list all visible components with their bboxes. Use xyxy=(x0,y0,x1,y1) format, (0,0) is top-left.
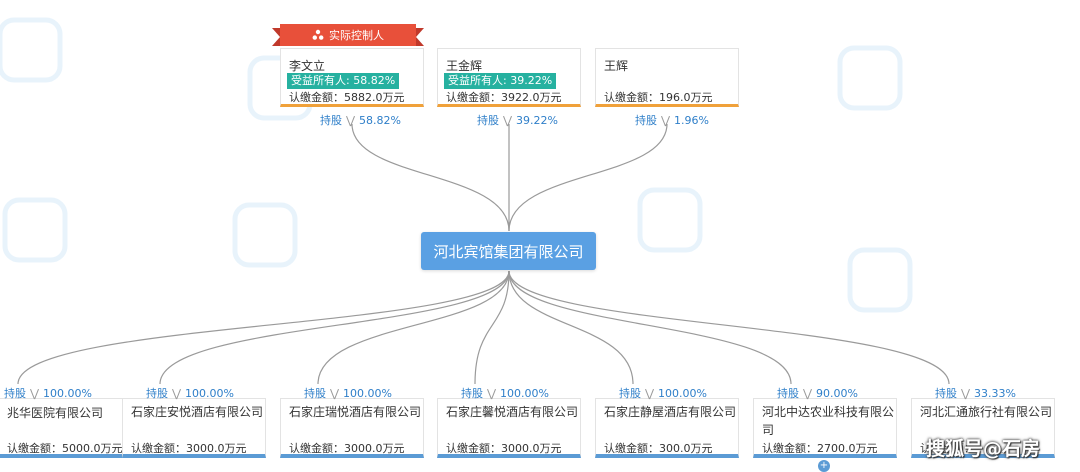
shareholder-name: 王金辉 xyxy=(446,59,483,73)
investment-edge xyxy=(508,270,950,385)
company-node[interactable]: 河北宾馆集团有限公司 xyxy=(421,232,596,270)
shareholder-edge xyxy=(508,123,668,232)
subscribed-amount: 认缴金额： xyxy=(920,442,975,455)
edge-percentage: 100.00% xyxy=(185,387,234,400)
shareholding-label: 持股 ⋁90.00% xyxy=(777,385,858,401)
edge-percentage: 33.33% xyxy=(974,387,1016,400)
edge-percentage: 100.00% xyxy=(343,387,392,400)
edge-percentage: 58.82% xyxy=(359,114,401,127)
people-icon xyxy=(312,29,324,40)
investment-card[interactable]: 石家庄安悦酒店有限公司认缴金额：3000.0万元 xyxy=(122,398,266,458)
investment-card[interactable]: 兆华医院有限公司认缴金额：5000.0万元 xyxy=(0,398,124,458)
investment-name: 河北中达农业科技有限公司 xyxy=(762,405,895,437)
investment-card[interactable]: 石家庄瑞悦酒店有限公司认缴金额：3000.0万元 xyxy=(280,398,424,458)
edge-percentage: 100.00% xyxy=(500,387,549,400)
investment-edge xyxy=(17,270,510,385)
investment-edge xyxy=(508,270,634,385)
down-arrow-icon: ⋁ xyxy=(330,387,340,400)
shareholder-card[interactable]: 王辉认缴金额：196.0万元 xyxy=(595,48,739,107)
shareholding-label: 持股 ⋁1.96% xyxy=(635,112,709,128)
edge-label: 持股 xyxy=(4,387,26,400)
edge-percentage: 100.00% xyxy=(43,387,92,400)
subscribed-amount: 认缴金额：2700.0万元 xyxy=(762,442,878,455)
shareholding-label: 持股 ⋁100.00% xyxy=(461,385,549,401)
investment-edge xyxy=(474,270,510,385)
edge-label: 持股 xyxy=(461,387,483,400)
edge-percentage: 39.22% xyxy=(516,114,558,127)
actual-controller-label: 实际控制人 xyxy=(329,29,384,42)
shareholding-label: 持股 ⋁100.00% xyxy=(4,385,92,401)
edge-label: 持股 xyxy=(777,387,799,400)
investment-card[interactable]: 石家庄静屋酒店有限公司认缴金额：300.0万元 xyxy=(595,398,739,458)
down-arrow-icon: ⋁ xyxy=(503,114,513,127)
edge-percentage: 90.00% xyxy=(816,387,858,400)
subscribed-amount: 认缴金额：196.0万元 xyxy=(604,91,713,104)
shareholding-label: 持股 ⋁100.00% xyxy=(619,385,707,401)
down-arrow-icon: ⋁ xyxy=(961,387,971,400)
beneficiary-badge: 受益所有人: 58.82% xyxy=(287,73,400,89)
shareholding-label: 持股 ⋁58.82% xyxy=(320,112,401,128)
subscribed-amount: 认缴金额：300.0万元 xyxy=(604,442,713,455)
investment-name: 河北汇通旅行社有限公司 xyxy=(920,405,1053,419)
shareholder-card[interactable]: 李文立受益所有人: 58.82% 认缴金额：5882.0万元 xyxy=(280,48,424,107)
investment-name: 石家庄安悦酒店有限公司 xyxy=(131,405,264,419)
edge-label: 持股 xyxy=(935,387,957,400)
expand-plus-icon[interactable]: + xyxy=(818,460,830,472)
edge-label: 持股 xyxy=(304,387,326,400)
down-arrow-icon: ⋁ xyxy=(803,387,813,400)
ribbon-tail-left xyxy=(272,28,280,46)
investment-edge xyxy=(508,270,792,385)
edge-label: 持股 xyxy=(635,114,657,127)
subscribed-amount: 认缴金额：5882.0万元 xyxy=(289,91,405,104)
subscribed-amount: 认缴金额：3000.0万元 xyxy=(446,442,562,455)
shareholding-label: 持股 ⋁100.00% xyxy=(304,385,392,401)
subscribed-amount: 认缴金额：3000.0万元 xyxy=(289,442,405,455)
shareholder-edge xyxy=(351,123,510,232)
shareholder-name: 李文立 xyxy=(289,59,326,73)
investment-card[interactable]: 河北汇通旅行社有限公司认缴金额： xyxy=(911,398,1055,458)
edge-label: 持股 xyxy=(146,387,168,400)
subscribed-amount: 认缴金额：5000.0万元 xyxy=(7,442,123,455)
shareholding-label: 持股 ⋁100.00% xyxy=(146,385,234,401)
investment-edge xyxy=(317,270,510,385)
edge-label: 持股 xyxy=(619,387,641,400)
investment-name: 兆华医院有限公司 xyxy=(7,406,104,420)
beneficiary-badge: 受益所有人: 39.22% xyxy=(444,73,557,89)
edge-percentage: 1.96% xyxy=(674,114,709,127)
down-arrow-icon: ⋁ xyxy=(661,114,671,127)
down-arrow-icon: ⋁ xyxy=(487,387,497,400)
subscribed-amount: 认缴金额：3000.0万元 xyxy=(131,442,247,455)
down-arrow-icon: ⋁ xyxy=(30,387,40,400)
investment-card[interactable]: 石家庄馨悦酒店有限公司认缴金额：3000.0万元 xyxy=(437,398,581,458)
shareholder-card[interactable]: 王金辉受益所有人: 39.22% 认缴金额：3922.0万元 xyxy=(437,48,581,107)
ribbon-content: 实际控制人 xyxy=(280,24,416,46)
subscribed-amount: 认缴金额：3922.0万元 xyxy=(446,91,562,104)
shareholding-label: 持股 ⋁39.22% xyxy=(477,112,558,128)
actual-controller-ribbon: 实际控制人 xyxy=(272,24,424,46)
edge-label: 持股 xyxy=(320,114,342,127)
shareholding-label: 持股 ⋁33.33% xyxy=(935,385,1016,401)
investment-name: 石家庄瑞悦酒店有限公司 xyxy=(289,405,422,419)
edge-percentage: 100.00% xyxy=(658,387,707,400)
investment-edge xyxy=(159,270,510,385)
investment-card[interactable]: 河北中达农业科技有限公司认缴金额：2700.0万元 xyxy=(753,398,897,458)
ribbon-tail-right xyxy=(416,28,424,46)
down-arrow-icon: ⋁ xyxy=(645,387,655,400)
watermark-credit: 搜狐号@石房 xyxy=(926,438,1041,460)
investment-name: 石家庄静屋酒店有限公司 xyxy=(604,405,737,419)
edge-label: 持股 xyxy=(477,114,499,127)
investment-name: 石家庄馨悦酒店有限公司 xyxy=(446,405,579,419)
company-name: 河北宾馆集团有限公司 xyxy=(433,242,584,261)
down-arrow-icon: ⋁ xyxy=(172,387,182,400)
down-arrow-icon: ⋁ xyxy=(346,114,356,127)
shareholder-name: 王辉 xyxy=(604,59,629,73)
